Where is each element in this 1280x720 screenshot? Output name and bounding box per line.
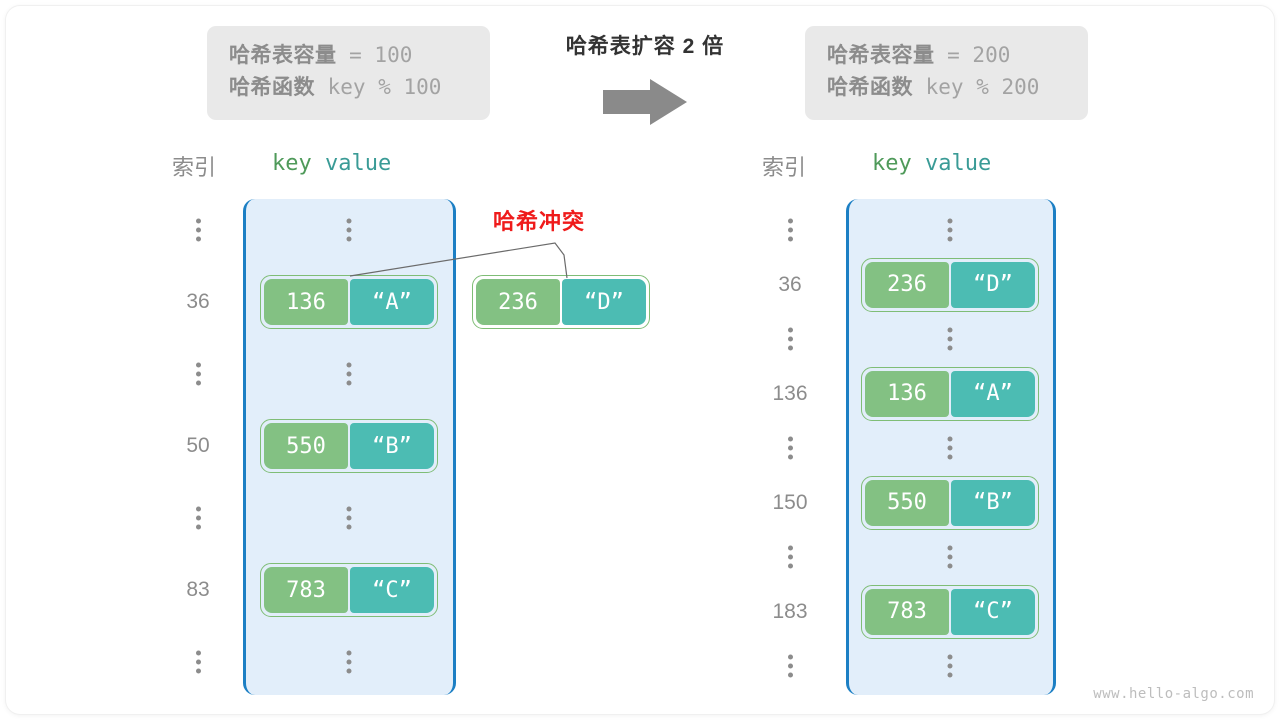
- right-row-ellipsis: [947, 324, 953, 355]
- right-capacity-line: 哈希表容量 = 200: [827, 40, 1066, 72]
- left-index-ellipsis: [163, 215, 233, 246]
- left-capacity-label: 哈希表容量: [229, 44, 337, 67]
- left-value-cell: “C”: [350, 567, 434, 613]
- left-kv-column-header: key value: [272, 150, 391, 176]
- left-key-header: key: [272, 151, 312, 176]
- left-capacity-line: 哈希表容量 = 100: [229, 40, 468, 72]
- right-row-ellipsis: [947, 433, 953, 464]
- right-index-ellipsis: [755, 651, 825, 682]
- right-hashfn-line: 哈希函数 key % 200: [827, 72, 1066, 104]
- right-key-cell: 236: [865, 261, 949, 308]
- left-kv-pair: 136“A”: [260, 275, 438, 329]
- left-index-ellipsis: [163, 503, 233, 534]
- left-hash-config-box: 哈希表容量 = 100 哈希函数 key % 100: [207, 26, 490, 120]
- left-key-cell: 136: [264, 279, 348, 325]
- right-index-column-header: 索引: [762, 155, 807, 180]
- left-hashfn-line: 哈希函数 key % 100: [229, 72, 468, 104]
- right-kv-pair: 783“C”: [861, 584, 1039, 639]
- right-row-ellipsis: [947, 215, 953, 246]
- left-value-header: value: [325, 151, 392, 176]
- left-kv-pair: 550“B”: [260, 419, 438, 473]
- collision-label: 哈希冲突: [493, 209, 586, 234]
- right-hashfn-label: 哈希函数: [827, 75, 913, 99]
- right-hash-config-box: 哈希表容量 = 200 哈希函数 key % 200: [805, 26, 1088, 120]
- image-frame: [6, 6, 1274, 714]
- left-row-ellipsis: [346, 359, 352, 390]
- right-value-cell: “D”: [951, 261, 1035, 308]
- left-key-cell: 783: [264, 567, 348, 613]
- right-kv-column-header: key value: [872, 150, 991, 176]
- right-capacity-label: 哈希表容量: [827, 44, 935, 67]
- left-index-ellipsis: [163, 359, 233, 390]
- left-hashfn-label: 哈希函数: [229, 75, 315, 99]
- right-row-ellipsis: [947, 651, 953, 682]
- left-row-ellipsis: [346, 503, 352, 534]
- right-index-label: 150: [772, 490, 808, 514]
- left-index-ellipsis: [163, 647, 233, 678]
- left-index-label: 83: [186, 578, 210, 601]
- left-value-cell: “B”: [350, 423, 434, 469]
- left-index-column-header: 索引: [172, 155, 217, 180]
- colliding-key-cell: 236: [476, 279, 560, 325]
- right-index-ellipsis: [755, 433, 825, 464]
- left-kv-pair: 783“C”: [260, 563, 438, 617]
- diagram-title: 哈希表扩容 2 倍: [565, 35, 725, 58]
- left-capacity-value: = 100: [336, 43, 413, 67]
- right-kv-pair: 236“D”: [861, 257, 1039, 312]
- right-capacity-value: = 200: [934, 43, 1011, 67]
- right-key-cell: 550: [865, 479, 949, 526]
- right-index-ellipsis: [755, 542, 825, 573]
- right-index-label: 136: [772, 381, 808, 405]
- watermark: www.hello-algo.com: [1093, 686, 1254, 702]
- left-index-label: 50: [186, 434, 210, 457]
- colliding-kv-pair: 236“D”: [472, 275, 650, 329]
- right-row-ellipsis: [947, 542, 953, 573]
- right-key-cell: 136: [865, 370, 949, 417]
- left-index-label: 36: [186, 290, 210, 313]
- right-kv-pair: 136“A”: [861, 366, 1039, 421]
- right-value-cell: “C”: [951, 588, 1035, 635]
- right-value-header: value: [925, 151, 992, 176]
- right-index-ellipsis: [755, 324, 825, 355]
- colliding-value-cell: “D”: [562, 279, 646, 325]
- right-hashfn-value: key % 200: [913, 74, 1040, 99]
- right-index-label: 36: [778, 272, 802, 296]
- left-row-ellipsis: [346, 215, 352, 246]
- left-key-cell: 550: [264, 423, 348, 469]
- right-key-cell: 783: [865, 588, 949, 635]
- right-kv-pair: 550“B”: [861, 475, 1039, 530]
- right-index-label: 183: [772, 599, 808, 623]
- left-value-cell: “A”: [350, 279, 434, 325]
- right-key-header: key: [872, 151, 912, 176]
- right-index-ellipsis: [755, 215, 825, 246]
- left-row-ellipsis: [346, 647, 352, 678]
- right-arrow-icon: [600, 76, 690, 128]
- right-value-cell: “A”: [951, 370, 1035, 417]
- right-value-cell: “B”: [951, 479, 1035, 526]
- left-hashfn-value: key % 100: [315, 74, 442, 99]
